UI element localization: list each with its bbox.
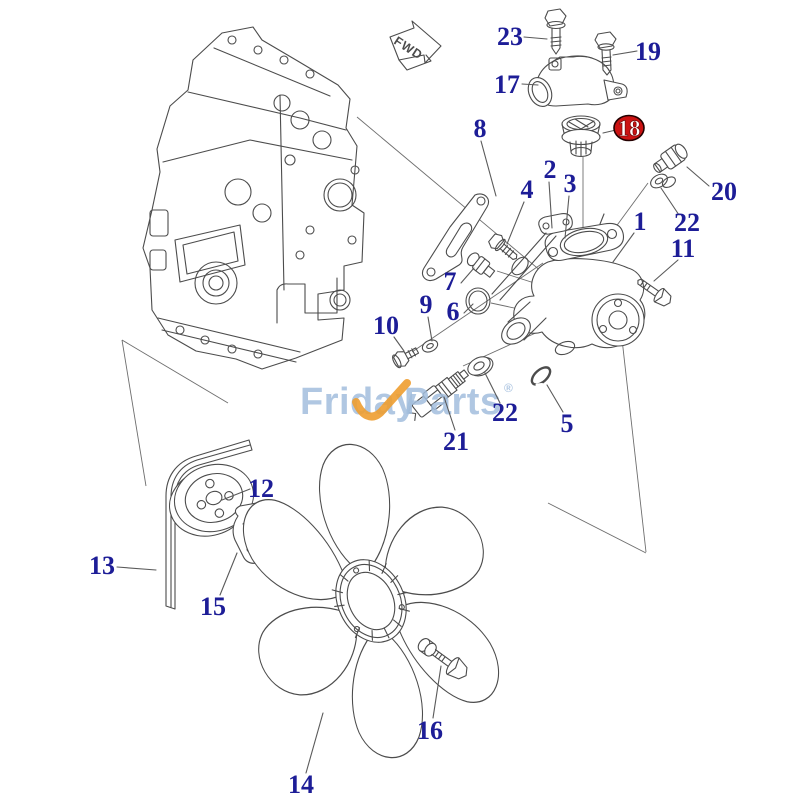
- part-washer-9: [421, 339, 439, 353]
- watermark-registered-mark: ®: [504, 381, 513, 395]
- part-thermostat-cover: [527, 55, 628, 107]
- callout-3: 3: [564, 169, 577, 198]
- leader-lines: [116, 36, 710, 774]
- callout-9: 9: [420, 290, 433, 319]
- part-sender-21: [408, 369, 469, 422]
- callout-13: 13: [89, 551, 115, 580]
- part-oring-6: [465, 287, 491, 315]
- callout-15: 15: [200, 592, 226, 621]
- engine-block-drawing: [142, 26, 365, 370]
- watermark: Friday Parts ®: [300, 379, 513, 423]
- part-clip-5: [530, 366, 552, 387]
- callout-2: 2: [544, 155, 557, 184]
- watermark-check-icon: [352, 379, 411, 421]
- watermark-text-parts: Parts: [404, 381, 502, 423]
- callout-19: 19: [635, 37, 661, 66]
- part-fan: [242, 443, 500, 759]
- callout-7: 7: [444, 267, 457, 296]
- callout-5: 5: [561, 409, 574, 438]
- part-gasket-8: [421, 193, 490, 282]
- callout-12: 12: [248, 474, 274, 503]
- callout-22-upper: 22: [674, 208, 700, 237]
- part-washer-22-upper: [650, 173, 676, 189]
- callout-8: 8: [474, 114, 487, 143]
- fwd-arrow: FWD: [389, 20, 442, 71]
- part-bypass-pipe: [491, 213, 573, 301]
- part-bolt-16: [417, 638, 468, 680]
- fwd-arrow-outline: [389, 20, 442, 64]
- callout-14: 14: [288, 770, 314, 799]
- part-bolt-10: [392, 347, 420, 369]
- callout-16: 16: [417, 716, 443, 745]
- callout-17: 17: [494, 70, 520, 99]
- callout-18-highlight-badge: [613, 114, 645, 142]
- fwd-arrow-depth-edge: [398, 54, 432, 71]
- callout-20: 20: [711, 177, 737, 206]
- callout-11: 11: [671, 234, 696, 263]
- part-bolt-19: [594, 31, 617, 76]
- part-sensor-7: [466, 252, 496, 278]
- part-bolt-11: [637, 278, 672, 307]
- callout-6: 6: [447, 297, 460, 326]
- part-pulley: [168, 463, 255, 537]
- callout-23: 23: [497, 22, 523, 51]
- part-water-pump: [501, 213, 646, 356]
- part-bolt-23: [544, 8, 567, 55]
- callout-21: 21: [443, 427, 469, 456]
- callout-4: 4: [521, 175, 534, 204]
- part-bolt-4: [488, 233, 518, 260]
- callout-22-lower: 22: [492, 398, 518, 427]
- callout-10: 10: [373, 311, 399, 340]
- callouts: 23 19 17 18 8 2 3 4 20 22 1 11 7 6 9 10 …: [89, 22, 737, 799]
- callout-1: 1: [634, 207, 647, 236]
- part-plug-20: [653, 143, 688, 173]
- callout-18: 18: [618, 116, 641, 141]
- part-washer-22-lower: [467, 356, 494, 377]
- part-thermostat: [561, 115, 601, 158]
